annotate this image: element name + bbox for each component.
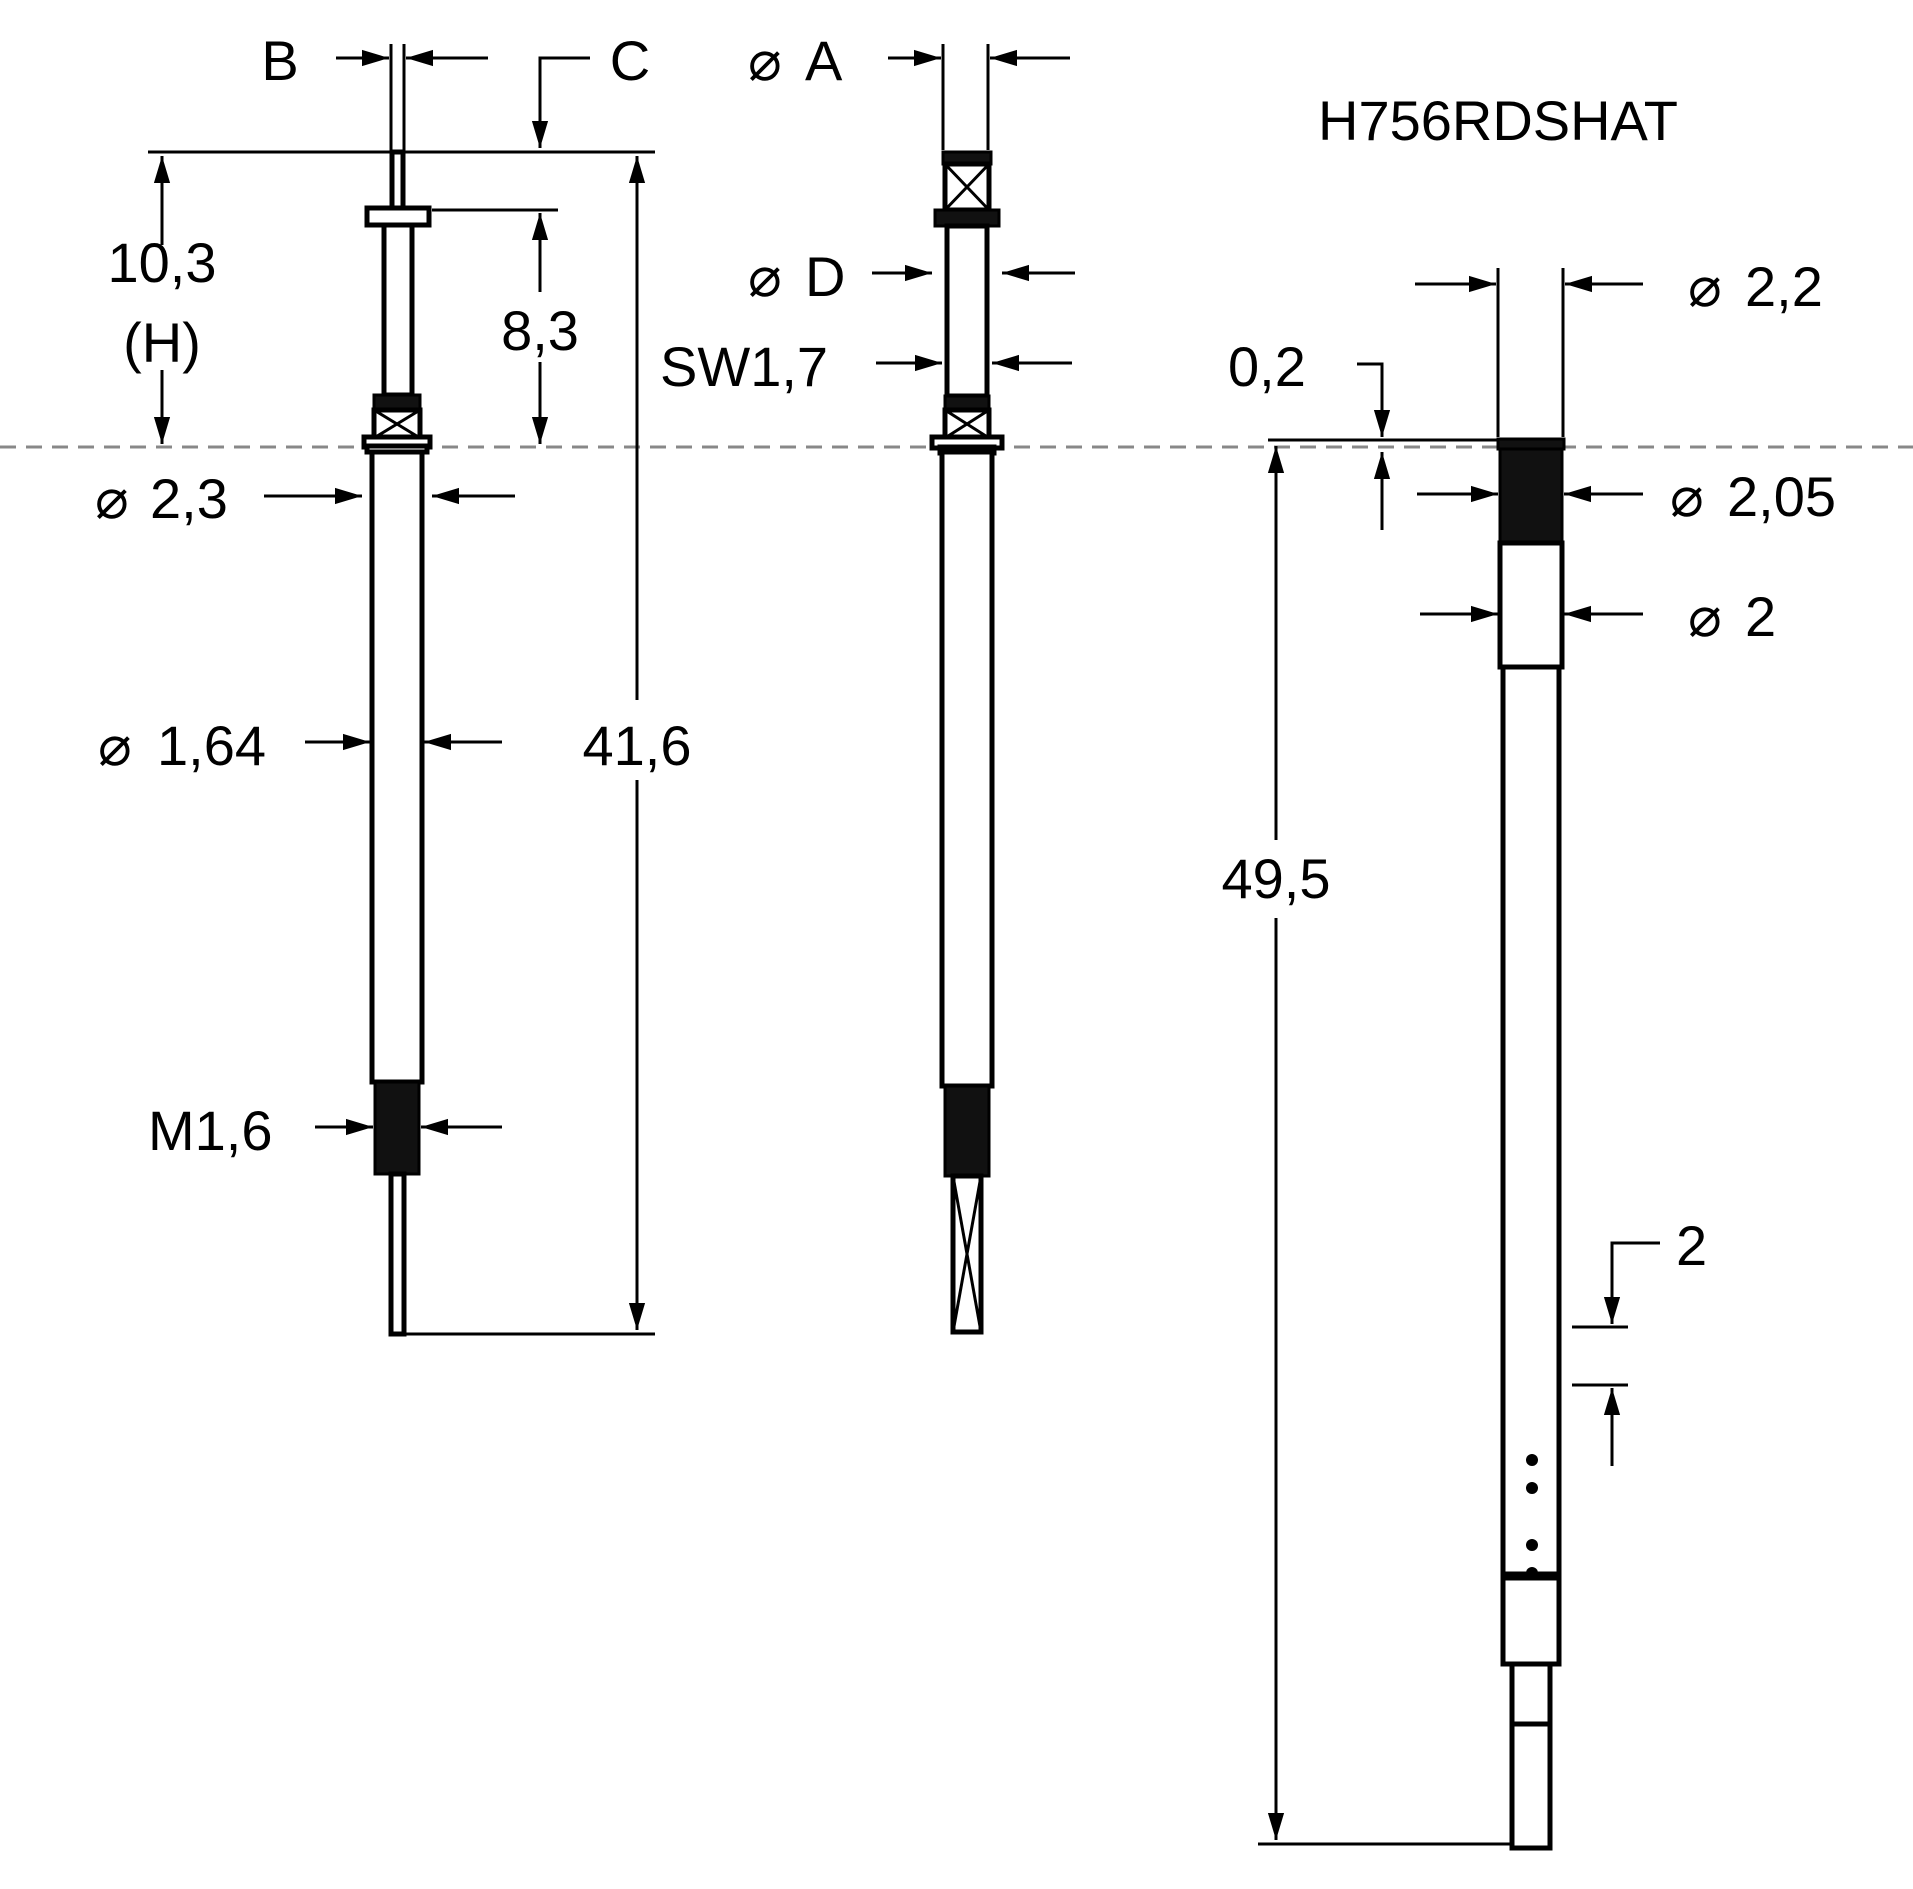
middle-body	[939, 449, 995, 1089]
dia-symbol-a: ⌀	[748, 29, 782, 92]
label-49-5: 49,5	[1222, 847, 1331, 910]
collar	[364, 205, 432, 228]
thread	[373, 1080, 421, 1176]
label-dia-2-2: 2,2	[1745, 255, 1823, 318]
pin-bottom	[388, 1171, 407, 1337]
label-m-1-6: M1,6	[148, 1099, 273, 1162]
dia-symbol-d: ⌀	[748, 245, 782, 308]
label-dia-2: 2	[1745, 585, 1776, 648]
pin-tip	[389, 149, 406, 211]
label-41-6: 41,6	[583, 714, 692, 777]
label-dia-2-05: 2,05	[1727, 465, 1836, 528]
label-8-3: 8,3	[501, 299, 579, 362]
dia-symbol-2-05: ⌀	[1670, 465, 1704, 528]
contact-dot	[1526, 1539, 1538, 1551]
right-view: ⌀ 2,2 0,2 ⌀ 2,05 ⌀ 2 49,5 2	[1222, 255, 1836, 1851]
label-dia-a: A	[805, 29, 843, 92]
label-h: (H)	[123, 311, 201, 374]
label-dia-1-64: 1,64	[157, 714, 266, 777]
label-c: C	[610, 29, 650, 92]
part-number: H756RDSHAT	[1318, 89, 1678, 152]
label-dia-d: D	[805, 245, 845, 308]
right-main-body	[1500, 664, 1562, 1577]
label-dia-2-3: 2,3	[150, 467, 228, 530]
dia-symbol-1-64: ⌀	[98, 714, 132, 777]
dia-symbol-2-2: ⌀	[1688, 255, 1722, 318]
dia-symbol-2: ⌀	[1688, 585, 1722, 648]
label-gap-2: 2	[1676, 1214, 1707, 1277]
contact-dot	[1526, 1482, 1538, 1494]
knurl-band	[1498, 447, 1564, 545]
contact-dot	[1526, 1454, 1538, 1466]
contact-dot	[1526, 1567, 1538, 1579]
label-0-2: 0,2	[1228, 335, 1306, 398]
label-10-3: 10,3	[108, 231, 217, 294]
label-sw-1-7: SW1,7	[660, 335, 828, 398]
shaft-upper	[381, 222, 415, 398]
dia-symbol-2-3: ⌀	[95, 467, 129, 530]
middle-thread	[943, 1084, 991, 1178]
label-b: B	[261, 29, 298, 92]
main-body	[369, 449, 425, 1085]
middle-view: ⌀ A ⌀ D SW1,7	[660, 29, 1075, 1335]
left-view: B C 10,3 (H) 8,3 ⌀ 2,3 41,6 ⌀ 1,64	[95, 29, 692, 1337]
